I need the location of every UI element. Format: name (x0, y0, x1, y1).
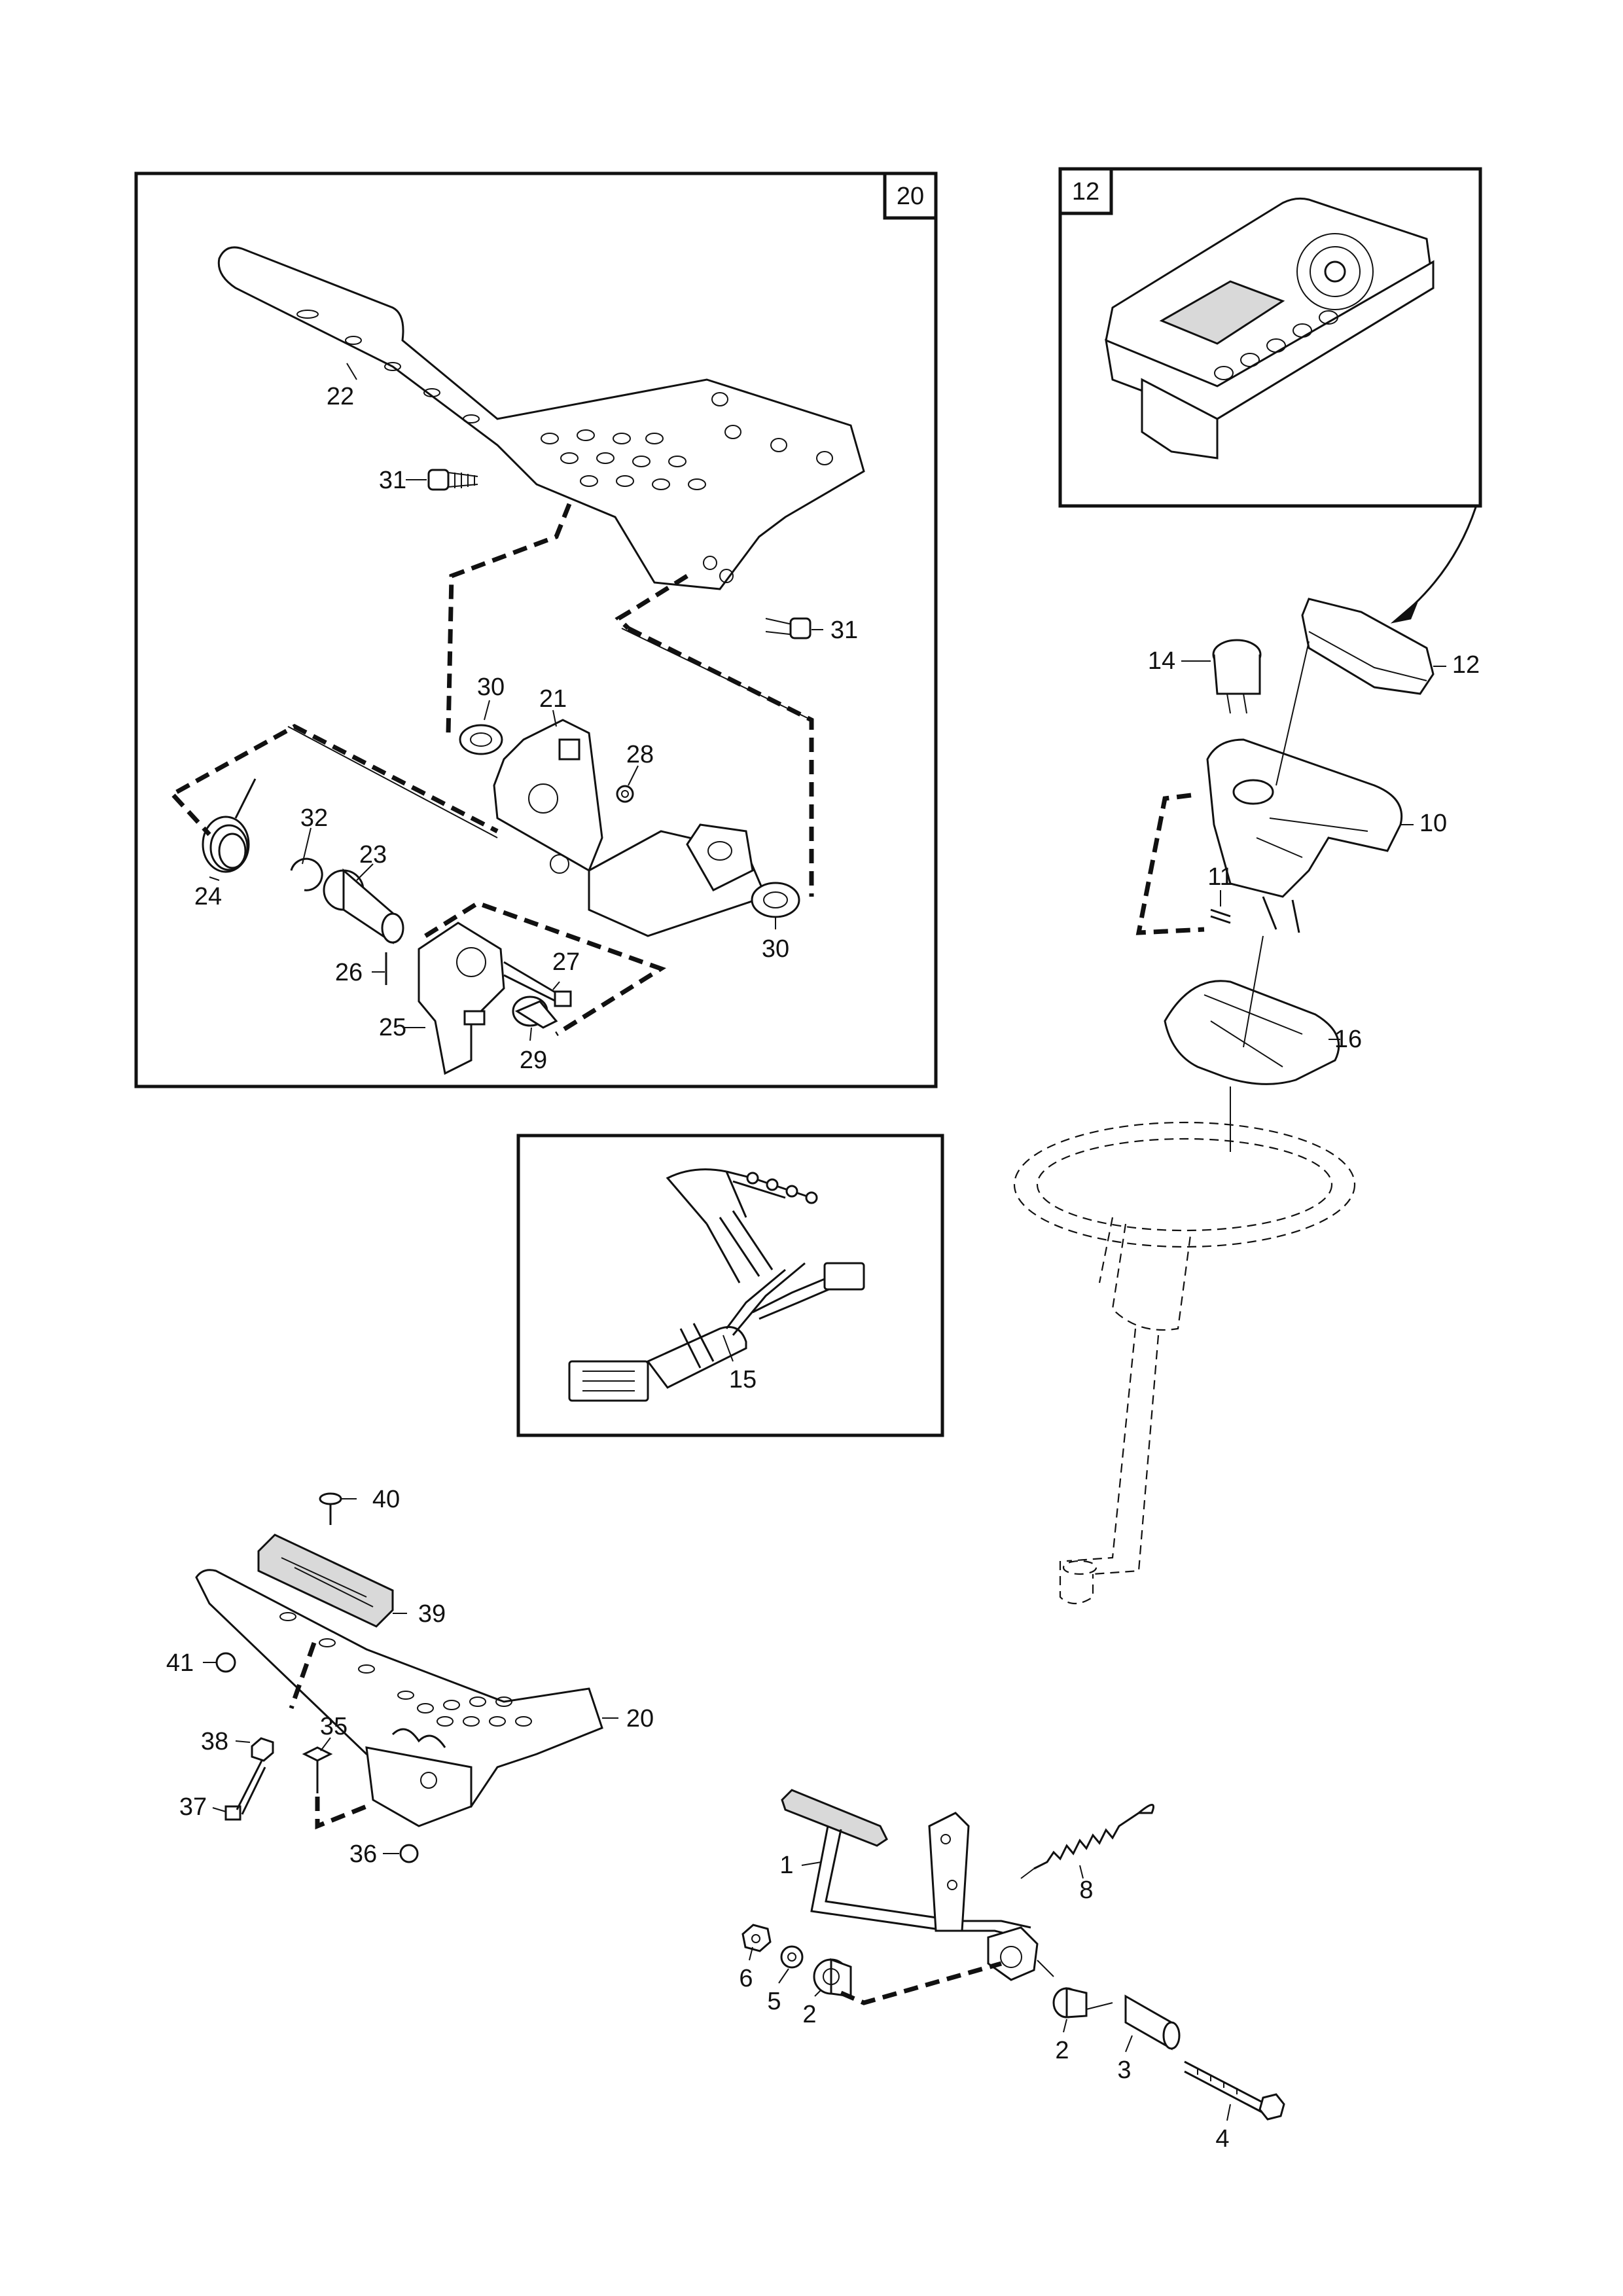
callout-40: 40 (372, 1486, 400, 1513)
callout-32: 32 (300, 804, 328, 832)
callout-35: 35 (320, 1713, 348, 1740)
callout-30: 30 (762, 935, 789, 963)
pedal-plate (217, 246, 865, 590)
spacer-tube-3 (1124, 1994, 1181, 2051)
callout-28: 28 (626, 741, 654, 768)
inset-wiring-harness: 15 (516, 1134, 944, 1437)
spacer-lower (751, 882, 800, 918)
callout-25: 25 (379, 1014, 406, 1041)
nut-41 (215, 1652, 236, 1673)
column-housing (1206, 738, 1403, 898)
retaining-clip (290, 857, 323, 891)
bushing-2-left (813, 1958, 852, 1998)
callout-2: 2 (1055, 2037, 1069, 2064)
callout-24: 24 (194, 883, 222, 910)
callout-29: 29 (520, 1047, 547, 1074)
inset-ref-box-12 (1058, 167, 1113, 215)
spacer-upper (459, 724, 503, 755)
callouts-pedal-assembly: 22 31 31 30 21 28 32 23 24 26 27 25 29 (194, 363, 858, 1074)
bolt-lower (765, 617, 812, 639)
callout-31: 31 (830, 617, 858, 644)
callout-14: 14 (1148, 647, 1175, 675)
callout-36: 36 (349, 1840, 377, 1868)
nut (616, 785, 634, 803)
bolt-37 (224, 1760, 266, 1821)
bushing-2-right (1052, 1987, 1088, 2018)
pedal-pad (257, 1534, 394, 1628)
callout-10: 10 (1419, 810, 1447, 837)
washer-38 (251, 1737, 274, 1762)
callout-39: 39 (418, 1600, 446, 1628)
callout-41: 41 (166, 1649, 194, 1677)
callout-37: 37 (179, 1793, 207, 1821)
callouts-pedal-assembled: 40 39 41 35 20 38 37 36 (166, 1486, 654, 1868)
callouts-steering-column: 14 12 10 11 16 (1148, 647, 1480, 1053)
callout-12: 12 (1452, 651, 1480, 679)
callout-31: 31 (379, 467, 406, 494)
inset-pedal-assembly: 20 (134, 171, 938, 1088)
nut-36 (399, 1844, 419, 1863)
callout-26: 26 (335, 959, 363, 986)
callout-22: 22 (327, 383, 354, 410)
lower-cover (1164, 980, 1340, 1085)
callout-4: 4 (1215, 2125, 1229, 2153)
bolt-35 (302, 1746, 333, 1793)
steering-wheel-outline (1013, 1121, 1356, 1605)
callout-6: 6 (739, 1965, 753, 1992)
assembly-guide-line (840, 1961, 1002, 2005)
nut-6 (741, 1924, 772, 1952)
callouts-pedal-linkage: 1 8 6 5 2 2 3 4 (739, 1852, 1231, 2153)
callout-11: 11 (1207, 863, 1233, 891)
callout-1: 1 (779, 1852, 793, 1879)
callout-27: 27 (552, 948, 580, 976)
bushing (512, 996, 558, 1029)
screw (1210, 908, 1231, 924)
pedal-assembled-view: 40 39 41 35 20 38 37 36 (166, 1486, 654, 1868)
washer-5 (780, 1945, 804, 1969)
wiring-harness (568, 1168, 865, 1402)
callout-8: 8 (1079, 1876, 1093, 1904)
steering-column-assembly: 14 12 10 11 16 (1013, 598, 1480, 1605)
assembly-axis (1037, 1960, 1113, 2010)
pedal-bracket-assembled (365, 1728, 473, 1827)
assembly-guide-line (289, 1641, 368, 1830)
bolt-upper (427, 469, 478, 491)
callout-20: 20 (626, 1705, 654, 1732)
return-spring (1020, 1804, 1154, 1879)
callout-3: 3 (1117, 2056, 1131, 2084)
torsion-spring (202, 778, 257, 873)
pedal-plate-assembled (195, 1569, 603, 1808)
pedal-linkage-assembly: 1 8 6 5 2 2 3 4 (739, 1789, 1285, 2153)
control-knob (1212, 639, 1262, 714)
assembly-guide-line (1135, 793, 1205, 935)
bolt-4 (1184, 2060, 1285, 2121)
callout-21: 21 (539, 685, 567, 713)
display-unit (1105, 197, 1435, 459)
inset-ref-12: 12 (1072, 178, 1099, 206)
display-mounted (1301, 598, 1435, 695)
inset-ref-box-20 (883, 171, 938, 220)
inset-display-unit: 12 (1058, 167, 1482, 624)
column-shaft (1262, 896, 1300, 933)
pedal-sensor (418, 922, 505, 1075)
fastener-40 (319, 1492, 342, 1525)
callout-30: 30 (477, 673, 505, 701)
callout-2: 2 (802, 2001, 816, 2028)
callout-5: 5 (767, 1988, 781, 2015)
pedal-arm (781, 1789, 1039, 1981)
callout-23: 23 (359, 841, 387, 869)
inset-ref-20: 20 (897, 183, 924, 210)
pivot-shaft (323, 868, 404, 944)
retaining-pin (503, 961, 572, 1007)
callout-38: 38 (201, 1728, 228, 1755)
assembly-guide-lines (171, 503, 814, 1036)
inset-pointer-arrow (1393, 507, 1477, 623)
callout-15: 15 (729, 1366, 757, 1393)
